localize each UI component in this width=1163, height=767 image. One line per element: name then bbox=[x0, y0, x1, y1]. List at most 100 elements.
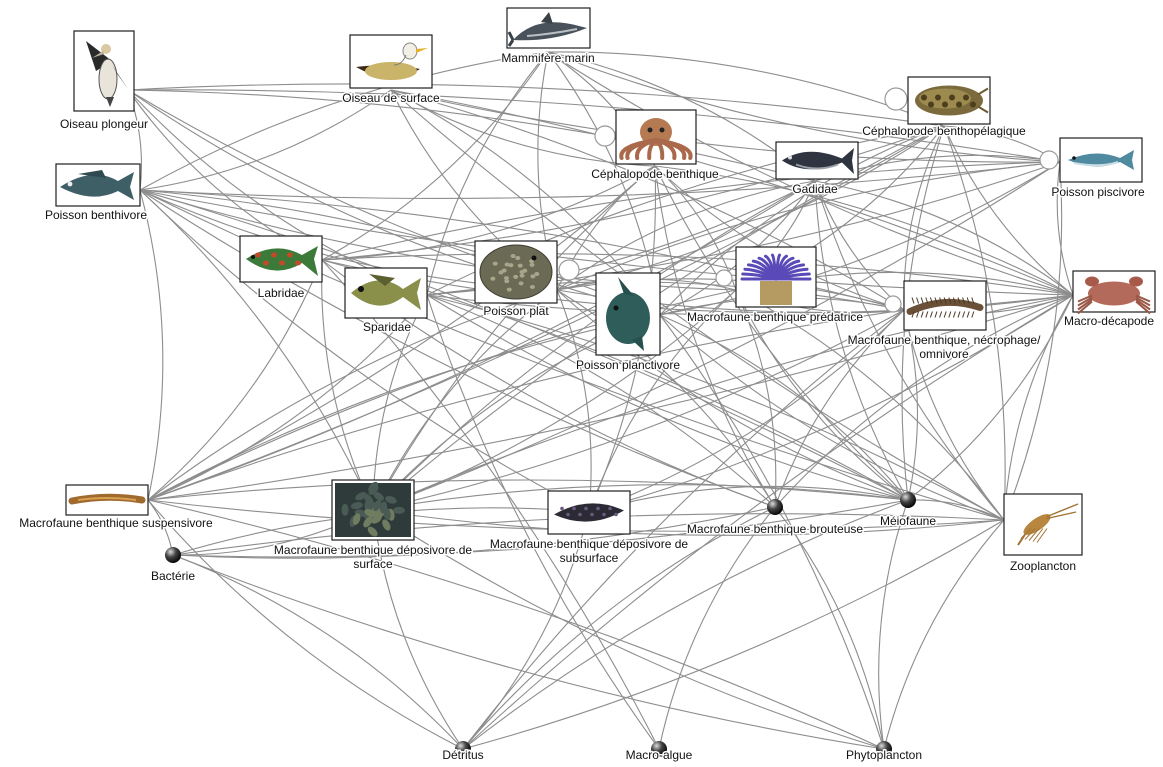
link-cephalo_b-labridae bbox=[321, 165, 656, 261]
link-sparidae-brouteuse bbox=[426, 294, 776, 508]
link-zooplancton-detritus bbox=[462, 519, 1005, 750]
node-decapode: Macro-décapode bbox=[1062, 270, 1156, 330]
link-cephalo_b-brouteuse bbox=[654, 165, 776, 508]
node-label: Gadidae bbox=[792, 182, 838, 196]
node-label: Sparidae bbox=[363, 320, 411, 334]
link-mammifere-labridae bbox=[321, 51, 549, 261]
link-necrophage-dep_subsurface bbox=[588, 309, 905, 513]
flatfish-icon bbox=[479, 244, 553, 300]
node-label: Labridae bbox=[258, 286, 305, 300]
node-ball bbox=[767, 499, 783, 515]
node-suspensivore: Macrofaune benthique suspensivore bbox=[18, 484, 215, 532]
self-loop-markers bbox=[558, 87, 1059, 313]
crab-icon bbox=[1077, 276, 1151, 315]
link-dep_surface-detritus bbox=[372, 509, 464, 750]
link-cephalo_bp-decapode bbox=[943, 125, 1074, 296]
link-decapode-meiofaune bbox=[907, 294, 1074, 501]
node-brouteuse: Macrofaune benthique brouteuse bbox=[685, 499, 865, 538]
cuttlefish-icon bbox=[915, 85, 989, 116]
link-dep_subsurface-detritus bbox=[462, 511, 590, 750]
link-oiseau_plongeur-labridae bbox=[127, 89, 323, 261]
link-piscivore-labridae bbox=[321, 161, 1061, 261]
copepod-icon bbox=[1017, 503, 1079, 546]
node-planctivore: Poisson planctivore bbox=[574, 272, 682, 374]
link-predatrice-meiofaune bbox=[735, 289, 909, 501]
link-benthivore-dep_surface bbox=[139, 189, 374, 511]
node-dep_surface: Macrofaune benthique déposivore desurfac… bbox=[272, 479, 474, 573]
node-labridae: Labridae bbox=[239, 235, 323, 302]
link-decapode-dep_subsurface bbox=[588, 294, 1074, 513]
link-necrophage-brouteuse bbox=[774, 309, 905, 508]
node-ball bbox=[876, 741, 892, 757]
link-benthivore-dep_subsurface bbox=[139, 189, 590, 513]
node-label: Oiseau de surface bbox=[342, 91, 440, 105]
gannet-icon bbox=[86, 41, 128, 107]
node-ball bbox=[165, 547, 181, 563]
link-dep_subsurface-meiofaune bbox=[588, 485, 909, 513]
link-meiofaune-bacterie bbox=[172, 499, 909, 558]
node-label: surface bbox=[353, 557, 393, 571]
node-mammifere: Mammifère marin bbox=[500, 7, 596, 67]
sea-cucumber-icon bbox=[554, 503, 624, 522]
link-predatrice-dep_subsurface bbox=[588, 289, 737, 513]
node-label: Poisson benthivore bbox=[45, 208, 147, 222]
link-decapode-detritus bbox=[462, 294, 1074, 750]
node-ball bbox=[455, 741, 471, 757]
link-planctivore-meiofaune bbox=[659, 314, 909, 501]
node-label: Céphalopode benthopélagique bbox=[862, 124, 1026, 138]
node-label: Bactérie bbox=[151, 569, 195, 583]
link-meiofaune-detritus bbox=[462, 499, 909, 750]
link-planctivore-suspensivore bbox=[147, 314, 661, 501]
link-labridae-decapode bbox=[321, 253, 1074, 296]
worm-icon bbox=[906, 297, 984, 318]
link-oiseau_plongeur-planctivore bbox=[127, 89, 661, 316]
sunfish-icon bbox=[606, 277, 650, 351]
link-mammifere-sparidae bbox=[426, 51, 549, 296]
node-label: Phytoplancton bbox=[846, 748, 922, 762]
link-cephalo_bp-suspensivore bbox=[147, 125, 945, 501]
link-benthivore-brouteuse bbox=[139, 189, 776, 508]
node-label: Poisson plat bbox=[483, 304, 549, 318]
link-piscivore-dep_surface bbox=[372, 161, 1061, 511]
link-oiseau_surface-piscivore bbox=[390, 89, 1061, 163]
node-label: subsurface bbox=[560, 551, 619, 565]
link-labridae-suspensivore bbox=[147, 259, 323, 501]
mackerel-icon bbox=[1068, 150, 1134, 170]
self-loop-marker bbox=[558, 259, 580, 281]
link-predatrice-dep_surface bbox=[372, 289, 737, 511]
link-plat-dep_surface bbox=[372, 289, 558, 511]
link-piscivore-benthivore bbox=[139, 161, 1061, 199]
link-decapode-zooplancton bbox=[1003, 294, 1074, 521]
node-label: Macrofaune benthique brouteuse bbox=[687, 522, 863, 536]
link-brouteuse-detritus bbox=[462, 506, 776, 750]
link-necrophage-dep_surface bbox=[372, 309, 905, 511]
link-decapode-brouteuse bbox=[774, 294, 1074, 508]
link-bacterie-detritus bbox=[172, 554, 464, 750]
node-label: Macrofaune benthique déposivore de bbox=[274, 543, 472, 557]
link-zooplancton-phytoplancton bbox=[883, 519, 1005, 750]
node-cephalo_bp: Céphalopode benthopélagique bbox=[861, 76, 1028, 140]
node-ball bbox=[900, 492, 916, 508]
node-label: Détritus bbox=[442, 748, 483, 762]
link-sparidae-meiofaune bbox=[426, 294, 909, 501]
node-bacterie: Bactérie bbox=[149, 547, 197, 585]
seagull-icon bbox=[356, 42, 428, 80]
node-label: Macrofaune benthique prédatrice bbox=[687, 310, 863, 324]
node-cephalo_b: Céphalopode benthique bbox=[590, 109, 721, 183]
node-macroalgue: Macro-algue bbox=[624, 741, 694, 764]
link-predatrice-zooplancton bbox=[735, 289, 1005, 521]
node-label: Poisson piscivore bbox=[1051, 185, 1145, 199]
link-oiseau_plongeur-cephalo_bp bbox=[127, 83, 945, 127]
link-mammifere-benthivore bbox=[139, 51, 549, 191]
node-oiseau_surface: Oiseau de surface bbox=[341, 34, 442, 107]
node-piscivore: Poisson piscivore bbox=[1050, 137, 1147, 201]
link-gadidae-zooplancton bbox=[814, 180, 1005, 521]
node-benthivore: Poisson benthivore bbox=[43, 163, 149, 224]
node-gadidae: Gadidae bbox=[775, 141, 859, 198]
link-dep_surface-zooplancton bbox=[372, 509, 1005, 536]
link-dep_surface-meiofaune bbox=[372, 484, 909, 511]
link-sparidae-zooplancton bbox=[426, 294, 1005, 521]
node-label: Céphalopode benthique bbox=[591, 167, 719, 181]
